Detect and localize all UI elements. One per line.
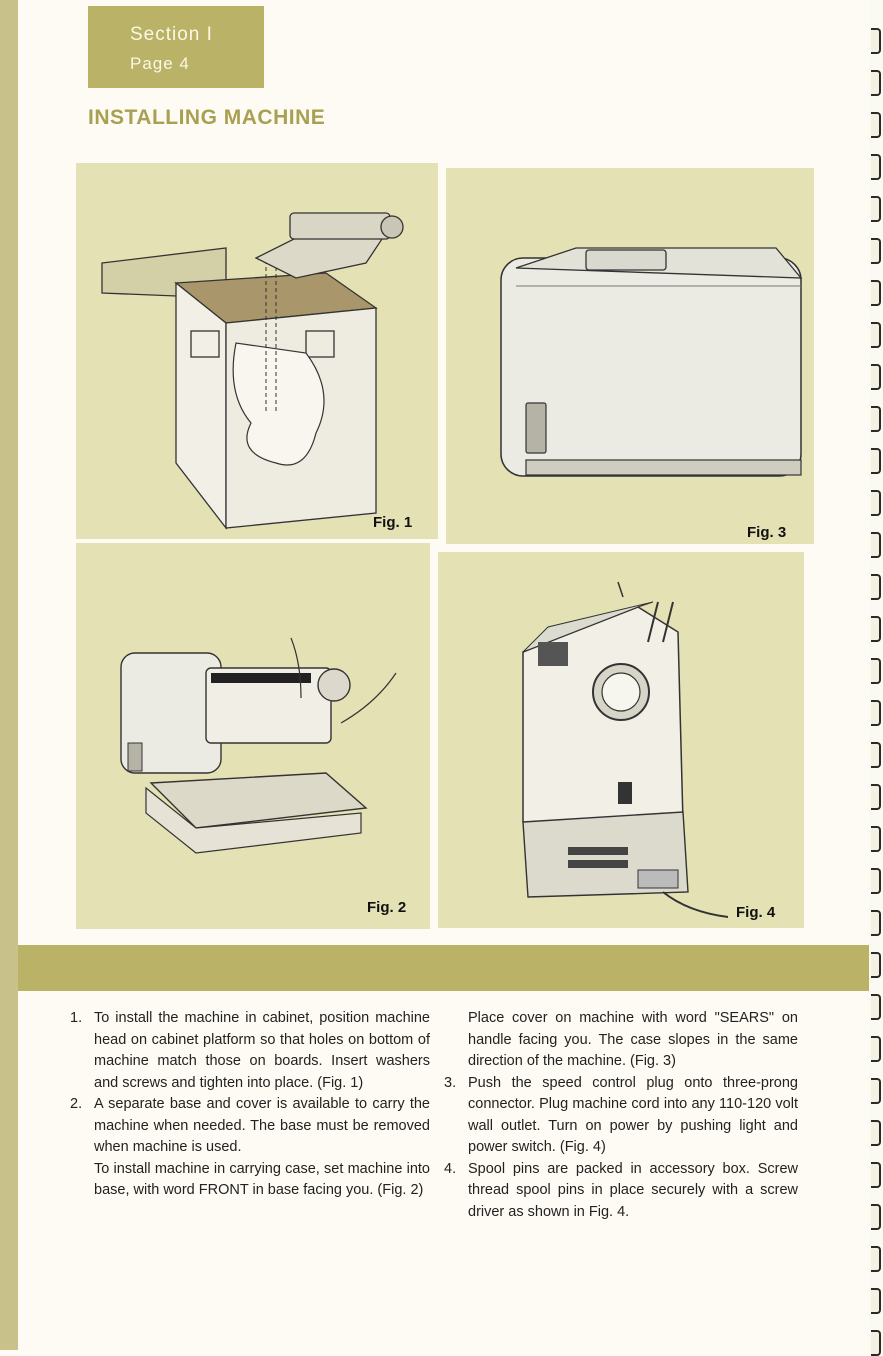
instructions-right-column: Place cover on machine with word "SEARS"… (444, 1008, 798, 1223)
page-label: Page 4 (130, 54, 190, 73)
instruction-number: 4. (444, 1160, 457, 1177)
binding-ring (871, 1036, 881, 1062)
binding-ring (871, 826, 881, 852)
binding-ring (871, 364, 881, 390)
divider-band (18, 945, 869, 991)
binding-ring (871, 1078, 881, 1104)
binding-ring (871, 154, 881, 180)
binding-ring (871, 658, 881, 684)
instruction-item-4: 4. Spool pins are packed in accessory bo… (444, 1159, 798, 1224)
binding-ring (871, 1120, 881, 1146)
figure-2-label: Fig. 2 (367, 899, 407, 916)
instruction-number: 2. (70, 1096, 83, 1112)
binding-ring (871, 238, 881, 264)
binding-ring (871, 112, 881, 138)
binding-ring (871, 532, 881, 558)
instruction-item-2-continued: Place cover on machine with word "SEARS"… (444, 1008, 798, 1073)
instruction-number: 3. (444, 1074, 457, 1091)
binding-ring (871, 406, 881, 432)
binding-ring (871, 448, 881, 474)
binding-ring (871, 742, 881, 768)
figure-1-cabinet: Fig. 1 (76, 163, 438, 539)
section-tab: Section I Page 4 (88, 6, 264, 88)
page-spine (0, 0, 18, 1350)
figure-1-label: Fig. 1 (373, 514, 413, 531)
binding-ring (871, 1330, 881, 1356)
binding-ring (871, 700, 881, 726)
binding-ring (871, 1246, 881, 1272)
instruction-item-1: 1. To install the machine in cabinet, po… (70, 1008, 430, 1094)
base-installation-illustration (120, 637, 397, 854)
binding-ring (871, 1288, 881, 1314)
binding-ring (871, 490, 881, 516)
spiral-binding (869, 0, 883, 1356)
binding-ring (871, 28, 881, 54)
instruction-text-continued: To install machine in carrying case, set… (94, 1160, 430, 1199)
instruction-item-3: 3. Push the speed control plug onto thre… (444, 1073, 798, 1159)
binding-ring (871, 994, 881, 1020)
connector-illustration (522, 581, 729, 918)
binding-ring (871, 574, 881, 600)
binding-ring (871, 70, 881, 96)
figure-4-connector: Fig. 4 (438, 552, 804, 928)
binding-ring (871, 868, 881, 894)
binding-ring (871, 322, 881, 348)
binding-ring (871, 280, 881, 306)
figure-2-base: Fig. 2 (76, 543, 430, 929)
instruction-text: Push the speed control plug onto three-p… (468, 1074, 798, 1156)
binding-ring (871, 616, 881, 642)
figure-3-label: Fig. 3 (747, 524, 787, 541)
section-label: Section I (130, 24, 213, 45)
binding-ring (871, 1204, 881, 1230)
binding-ring (871, 1162, 881, 1188)
binding-ring (871, 784, 881, 810)
instruction-text: Place cover on machine with word "SEARS"… (468, 1010, 798, 1069)
instructions-left-column: 1. To install the machine in cabinet, po… (70, 1008, 430, 1202)
binding-ring (871, 910, 881, 936)
carrying-case-illustration (500, 247, 803, 477)
binding-ring (871, 196, 881, 222)
instruction-number: 1. (70, 1010, 83, 1026)
instruction-text: A separate base and cover is available t… (94, 1096, 430, 1155)
page-title: INSTALLING MACHINE (88, 106, 326, 129)
cabinet-illustration (101, 212, 404, 530)
figure-3-case: Fig. 3 (446, 168, 814, 544)
instruction-text: To install the machine in cabinet, posit… (94, 1010, 430, 1091)
instruction-item-2: 2. A separate base and cover is availabl… (70, 1094, 430, 1202)
binding-ring (871, 952, 881, 978)
figure-4-label: Fig. 4 (736, 904, 776, 921)
instruction-text: Spool pins are packed in accessory box. … (468, 1160, 798, 1220)
